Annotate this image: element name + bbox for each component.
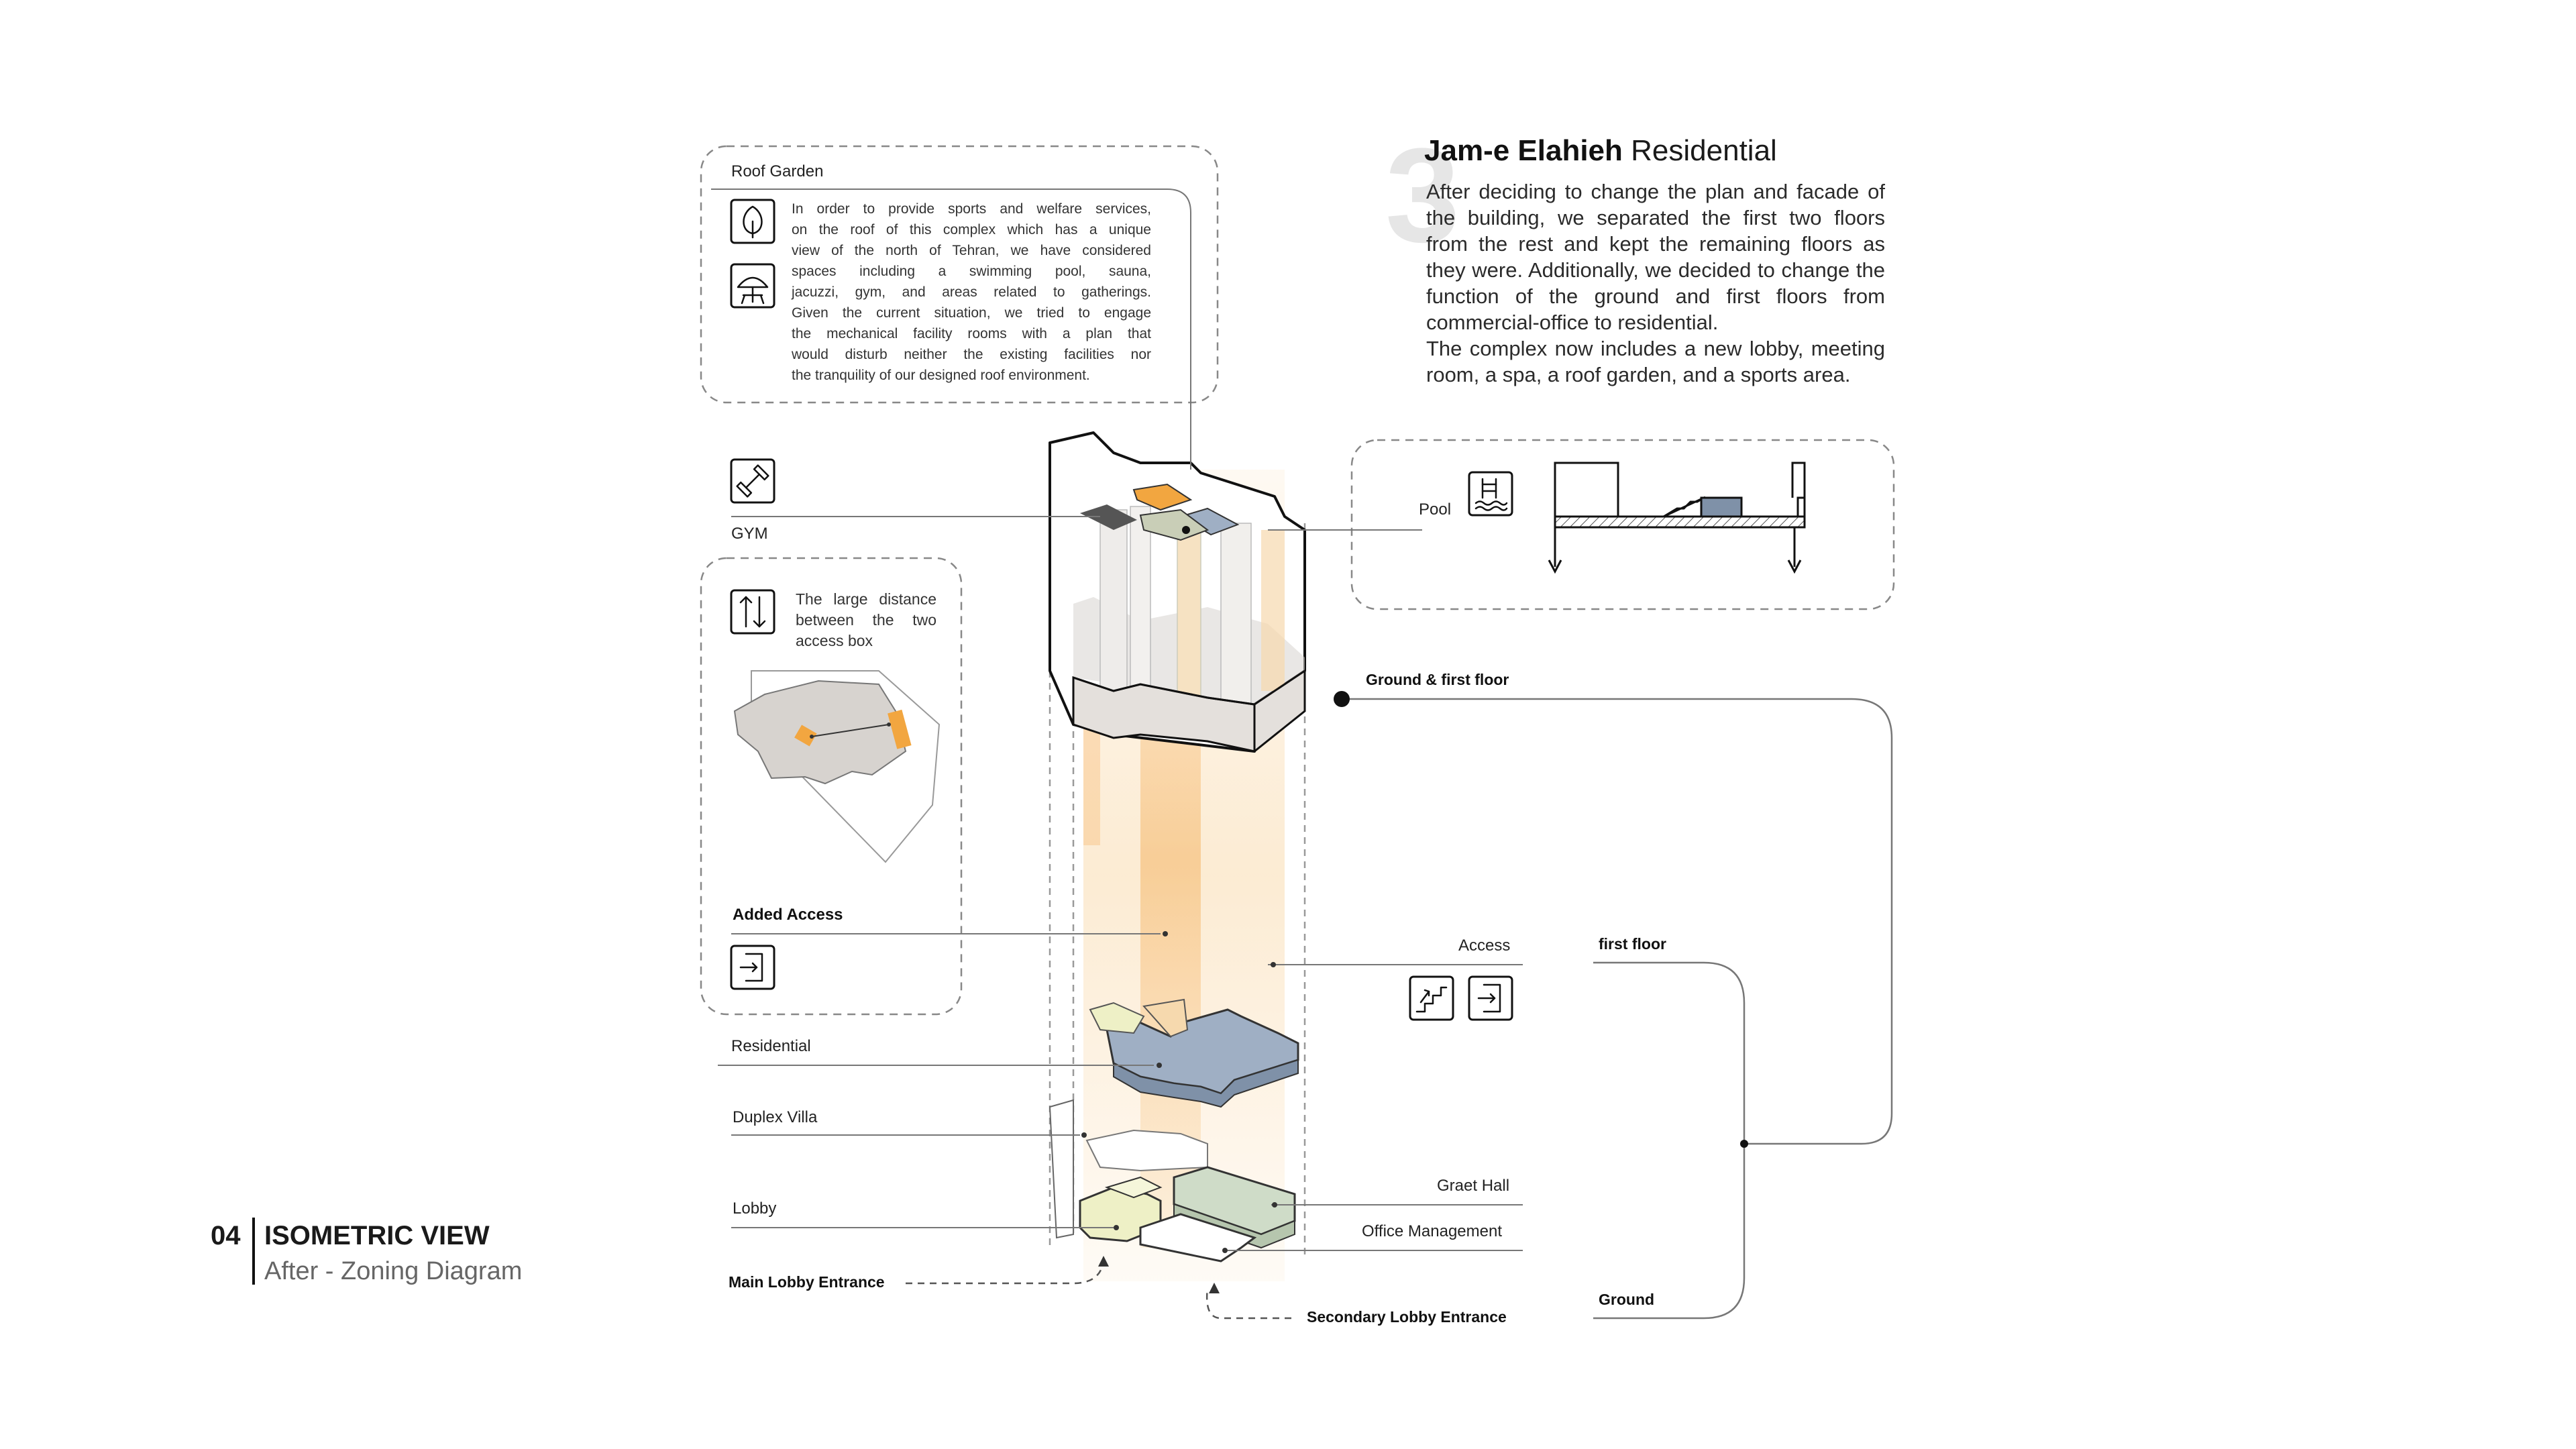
roof-line: on the roof of this complex which has a … xyxy=(792,222,1151,237)
roof-line: In order to provide sports and welfare s… xyxy=(792,201,1151,217)
access-box-text: The large distance between the two acces… xyxy=(796,589,936,651)
roof-garden-title: Roof Garden xyxy=(731,162,824,180)
residential-block xyxy=(1089,998,1299,1108)
footer-number: 04 xyxy=(211,1221,241,1250)
mini-site-plan xyxy=(733,670,941,863)
desc-line: function of the ground and first floors … xyxy=(1426,284,1885,308)
roof-line: would disturb neither the existing facil… xyxy=(792,347,1151,362)
header-description: After deciding to change the plan and fa… xyxy=(1426,178,1885,388)
icon-glyphs xyxy=(736,205,1508,1013)
first-floor-label: first floor xyxy=(1599,935,1666,953)
pool-label: Pool xyxy=(1419,500,1452,519)
tree-icon xyxy=(730,199,775,244)
desc-line: room, a spa, a roof garden, and a sports… xyxy=(1426,363,1851,386)
added-access-label: Added Access xyxy=(733,906,843,924)
great-hall-label: Graet Hall xyxy=(1437,1177,1510,1195)
leader-lines xyxy=(711,189,1523,1251)
office-management-label: Office Management xyxy=(1362,1222,1503,1240)
desc-line: The complex now includes a new lobby, me… xyxy=(1426,337,1885,360)
footer-subtitle: After - Zoning Diagram xyxy=(264,1257,523,1285)
duplex-villa-label: Duplex Villa xyxy=(733,1108,818,1126)
header-title: Jam-e Elahieh Residential xyxy=(1424,134,1777,168)
ground-label: Ground xyxy=(1599,1291,1655,1308)
stairs-icon xyxy=(1409,975,1454,1021)
roof-line: jacuzzi, gym, and areas related to gathe… xyxy=(792,284,1151,300)
residential-label: Residential xyxy=(731,1037,811,1055)
desc-line: from the rest and kept the remaining flo… xyxy=(1426,232,1885,256)
access-info-box xyxy=(700,557,963,1016)
access-line: The large distance xyxy=(796,590,936,608)
title-bold: Jam-e Elahieh xyxy=(1424,134,1623,167)
tower-upper xyxy=(1049,431,1306,753)
exit-door-icon xyxy=(730,945,775,990)
access-label: Access xyxy=(1458,936,1511,955)
roof-garden-text: In order to provide sports and welfare s… xyxy=(792,199,1151,386)
leader-dots xyxy=(1081,931,1277,1253)
exit-door-icon-access xyxy=(1468,975,1513,1021)
roof-garden-box xyxy=(700,145,1219,404)
secondary-lobby-entrance-label: Secondary Lobby Entrance xyxy=(1307,1308,1507,1326)
entrance-arrow-heads xyxy=(1098,1256,1220,1293)
umbrella-table-icon xyxy=(730,263,775,309)
access-line: access box xyxy=(796,632,873,649)
pool-section xyxy=(1548,462,1806,574)
roof-line: the mechanical facility rooms with a pla… xyxy=(792,326,1151,341)
ground-first-floor-label: Ground & first floor xyxy=(1366,671,1509,688)
main-lobby-entrance-label: Main Lobby Entrance xyxy=(729,1273,885,1291)
title-rest: Residential xyxy=(1631,134,1777,167)
desc-line: the building, we separated the first two… xyxy=(1426,206,1885,229)
desc-line: commercial-office to residential. xyxy=(1426,311,1719,334)
gym-label: GYM xyxy=(731,525,768,543)
up-down-arrows-icon xyxy=(730,589,775,635)
pool-box xyxy=(1350,439,1895,610)
pool-ladder-icon xyxy=(1468,471,1513,517)
dumbbell-icon xyxy=(730,458,775,504)
ground-first-dot xyxy=(1334,691,1350,707)
big-number: 3 xyxy=(1385,121,1460,270)
desc-line: After deciding to change the plan and fa… xyxy=(1426,180,1885,203)
roof-line: the tranquility of our designed roof env… xyxy=(792,368,1090,383)
desc-line: they were. Additionally, we decided to c… xyxy=(1426,258,1885,282)
entrance-arrows xyxy=(906,1260,1291,1320)
access-line: between the two xyxy=(796,611,936,629)
roof-line: view of the north of Tehran, we have con… xyxy=(792,243,1151,258)
junction-dot xyxy=(1740,1140,1748,1148)
roof-line: Given the current situation, we tried to… xyxy=(792,305,1151,321)
footer-title: ISOMETRIC VIEW xyxy=(264,1221,490,1250)
lobby-label: Lobby xyxy=(733,1199,777,1218)
roof-line: spaces including a swimming pool, sauna, xyxy=(792,264,1151,279)
